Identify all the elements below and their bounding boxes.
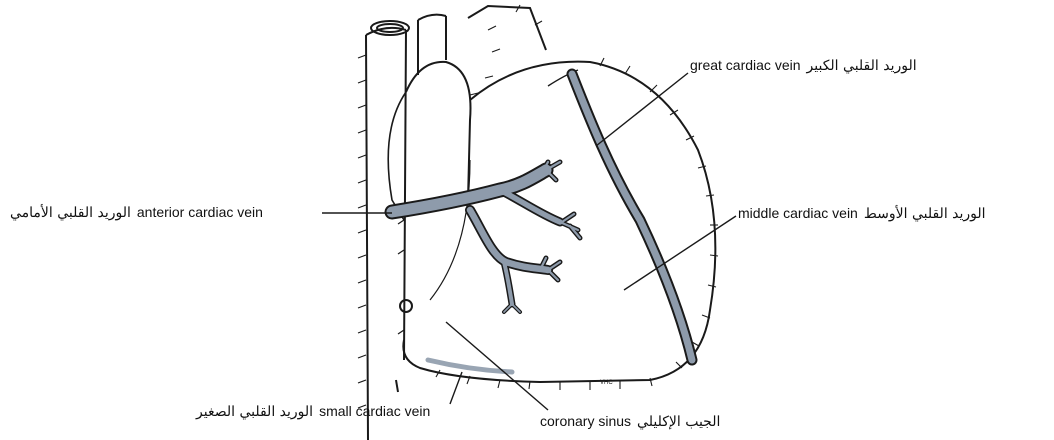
label-anterior-cardiac-vein-ar: الوريد القلبي الأمامي	[10, 205, 131, 221]
label-coronary-sinus-en: coronary sinus	[540, 413, 631, 429]
label-great-cardiac-vein: great cardiac vein الوريد القلبي الكبير	[690, 58, 917, 74]
vena-cava	[366, 21, 412, 440]
label-great-cardiac-vein-en: great cardiac vein	[690, 57, 801, 73]
label-middle-cardiac-vein: middle cardiac vein الوريد القلبي الأوسط	[738, 206, 986, 222]
label-anterior-cardiac-vein: الوريد القلبي الأمامي anterior cardiac ve…	[10, 205, 263, 221]
label-small-cardiac-vein-ar: الوريد القلبي الصغير	[196, 404, 313, 420]
label-small-cardiac-vein: الوريد القلبي الصغير small cardiac vein	[196, 404, 430, 420]
interventricular-line	[430, 160, 470, 300]
artist-signature: VHC	[600, 380, 613, 386]
leader-small-cardiac-vein	[450, 372, 462, 404]
leader-lines	[322, 73, 736, 410]
small-cardiac-vein-vessel	[428, 360, 512, 372]
label-small-cardiac-vein-en: small cardiac vein	[319, 403, 430, 419]
label-middle-cardiac-vein-ar: الوريد القلبي الأوسط	[864, 206, 986, 222]
great-vessels	[406, 6, 546, 200]
label-middle-cardiac-vein-en: middle cardiac vein	[738, 205, 858, 221]
label-coronary-sinus: coronary sinus الجيب الإكليلي	[540, 414, 720, 430]
label-coronary-sinus-ar: الجيب الإكليلي	[637, 414, 720, 430]
anterior-cardiac-vein-vessel	[392, 162, 580, 312]
label-anterior-cardiac-vein-en: anterior cardiac vein	[137, 204, 263, 220]
label-great-cardiac-vein-ar: الوريد القلبي الكبير	[807, 58, 917, 74]
right-atrium-outline	[388, 92, 406, 220]
